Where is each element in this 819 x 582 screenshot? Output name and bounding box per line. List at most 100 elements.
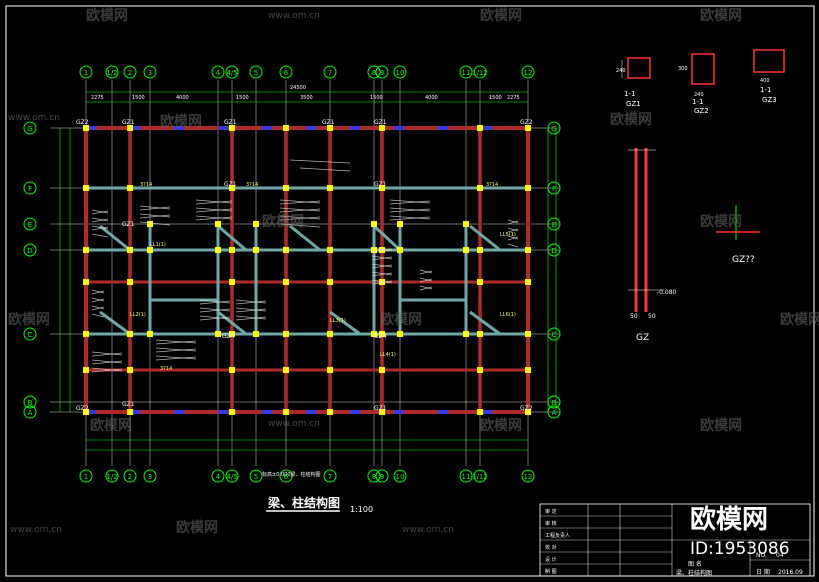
drawing-name-value: 梁、柱结构图 (676, 569, 712, 577)
gz1-label: GZ1 (626, 100, 641, 108)
axis-label-top-9-1: 8 (372, 473, 376, 481)
note-stroke-5-1 (279, 200, 321, 205)
note-stroke-7-1 (507, 220, 519, 225)
column-label-2: GZ1 (224, 119, 237, 126)
note-stroke-3-3 (139, 214, 171, 219)
column-label-5: GZ2 (520, 119, 533, 126)
note-stroke-4-4 (195, 215, 233, 220)
note-stroke-5-0 (279, 199, 321, 204)
axis-bubble-side-2-0 (23, 217, 37, 231)
note-stroke-6-2 (389, 207, 431, 212)
column-18 (229, 331, 235, 337)
gz-bottom-dim-right: 50 (648, 313, 656, 320)
note-stroke-10-0 (155, 339, 197, 344)
column-61 (215, 331, 221, 337)
column-label-14: GZ2 (520, 405, 533, 412)
axis-label-top-11-0: 10 (396, 69, 405, 77)
column-46 (477, 331, 483, 337)
axis-bubble-side-3-1 (547, 243, 561, 257)
column-28 (327, 125, 333, 131)
watermark-brand-11: 欧模网 (90, 417, 132, 434)
dim-text-top-0: 2275 (91, 95, 104, 101)
axis-label-top-10-0: 9 (380, 69, 384, 77)
column-label-3: GZ1 (322, 119, 335, 126)
axis-bubble-top-4-0 (211, 65, 225, 79)
column-49 (525, 125, 531, 131)
note-stroke-5-2 (279, 207, 321, 212)
note-stroke-9-2 (91, 359, 123, 364)
column-label-7: GZ1 (374, 181, 387, 188)
note-stroke-14-3 (419, 278, 433, 283)
column-11 (127, 331, 133, 337)
note-stroke-9-1 (91, 352, 123, 357)
watermark-id: ID:1953086 (690, 539, 790, 559)
column-label-1: GZ1 (122, 119, 135, 126)
note-stroke-3-1 (139, 206, 171, 211)
watermark-url-5: www.om.cn (402, 525, 454, 535)
note-stroke-5-5 (279, 216, 321, 221)
axis-label-top-3-0: 3 (148, 69, 152, 77)
axis-label-top-13-1: 1/12 (472, 473, 488, 481)
axis-bubble-top-2-0 (123, 65, 137, 79)
note-stroke-0-0 (289, 159, 351, 164)
axis-label-side-0-0: G (27, 125, 32, 133)
axis-label-top-10-1: 9 (380, 473, 384, 481)
column-32 (327, 331, 333, 337)
note-stroke-13-0 (371, 247, 393, 252)
axis-bubble-top-5-0 (225, 65, 239, 79)
axis-bubbles: 111/21/22233444/54/55566778899101011111/… (23, 65, 561, 483)
column-48 (477, 409, 483, 415)
axis-bubble-side-6-1 (547, 405, 561, 419)
note-stroke-2-5 (91, 226, 109, 231)
watermark-brand-4: 欧模网 (160, 113, 202, 130)
axis-label-top-4-1: 4 (216, 473, 221, 481)
column-label-4: GZ1 (374, 119, 387, 126)
watermark-brand-3: 欧模网 (700, 7, 742, 24)
note-stroke-5-4 (279, 215, 321, 220)
column-44 (477, 247, 483, 253)
note-stroke-11-0 (199, 299, 231, 304)
note-stroke-8-6 (91, 313, 105, 318)
axis-label-top-0-0: 1 (84, 69, 88, 77)
note-stroke-2-3 (91, 218, 109, 223)
beam-label-9: LL6(1) (500, 312, 516, 318)
column-9 (127, 247, 133, 253)
beam-label-8: LL5(1) (500, 232, 516, 238)
note-stroke-12-4 (235, 315, 267, 320)
note-stroke-13-9 (371, 280, 393, 285)
axis-label-top-12-0: 11 (462, 69, 471, 77)
watermark-brand-14: 欧模网 (176, 519, 218, 536)
dim-text-top-7: 1500 (489, 95, 502, 101)
axis-bubble-top-9-0 (367, 65, 381, 79)
axis-bubble-top-7-0 (279, 65, 293, 79)
note-stroke-14-1 (419, 270, 433, 275)
title-row-label-2: 工程负责人 (545, 532, 570, 539)
note-stroke-4-3 (195, 208, 233, 213)
note-stroke-11-3 (199, 308, 231, 313)
column-55 (525, 409, 531, 415)
watermark-brand-5: 欧模网 (610, 111, 652, 128)
note-stroke-14-5 (419, 286, 433, 291)
axis-label-side-3-0: D (27, 247, 32, 255)
axis-bubble-side-6-0 (23, 405, 37, 419)
column-6 (83, 409, 89, 415)
note-stroke-12-3 (235, 308, 267, 313)
column-26 (283, 367, 289, 373)
axis-bubble-top-1-0 (105, 65, 119, 79)
watermark-brand-12: 欧模网 (480, 417, 522, 434)
axis-bubble-side-0-0 (23, 121, 37, 135)
note-stroke-9-5 (91, 368, 123, 373)
note-stroke-4-1 (195, 200, 233, 205)
watermark-brand-10: 欧模网 (780, 311, 819, 328)
axis-label-side-4-0: C (28, 331, 33, 339)
axis-label-side-1-0: F (28, 185, 32, 193)
axis-bubble-top-9-1 (367, 469, 381, 483)
note-stroke-11-2 (199, 307, 231, 312)
column-62 (253, 221, 259, 227)
axis-bubble-top-12-1 (459, 469, 473, 483)
column-label-9: GZ4 (222, 333, 235, 340)
column-33 (327, 367, 333, 373)
note-stroke-6-4 (389, 215, 431, 220)
beam-label-4: LL1(1) (150, 242, 166, 248)
